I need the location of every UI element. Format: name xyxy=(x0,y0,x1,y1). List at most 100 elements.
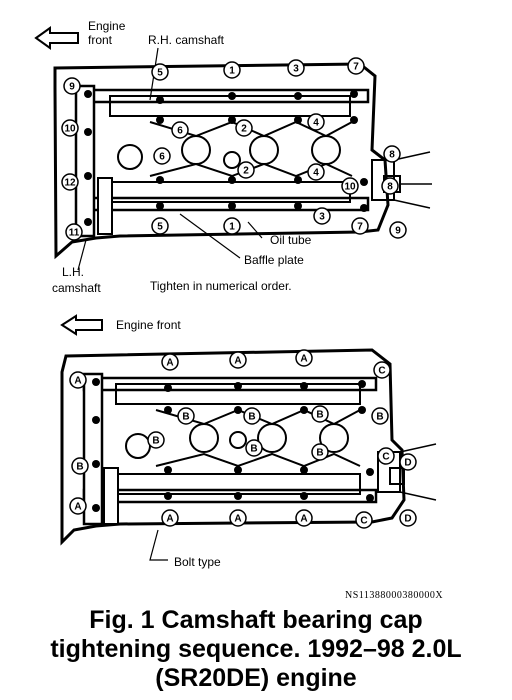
marker-label: B xyxy=(76,462,83,473)
engine-front-label-line2: front xyxy=(88,33,113,47)
marker-circle xyxy=(235,119,253,137)
marker-label: 12 xyxy=(64,178,76,189)
marker-circle xyxy=(71,457,89,475)
engine-front-label-line1: Engine xyxy=(88,19,126,33)
lh-camshaft-label-line1: L.H. xyxy=(62,265,84,279)
marker-label: 1 xyxy=(229,222,235,233)
marker-label: 11 xyxy=(69,228,80,239)
marker-label: 6 xyxy=(177,126,183,137)
rh-camshaft-label: R.H. camshaft xyxy=(148,33,225,47)
marker-label: C xyxy=(378,366,385,377)
marker-circle xyxy=(171,121,189,139)
marker-circle xyxy=(243,407,261,425)
marker-circle xyxy=(377,447,395,465)
marker-circle xyxy=(351,217,369,235)
tighten-instruction: Tighten in numerical order. xyxy=(150,279,292,293)
marker-circle xyxy=(61,119,79,137)
camshaft-diagram: Engine front R.H. camshaft xyxy=(34,19,437,569)
marker-label: B xyxy=(152,436,159,447)
baffle-plate-label: Baffle plate xyxy=(244,253,304,267)
caption-line-3: (SR20DE) engine xyxy=(155,664,357,692)
marker-circle xyxy=(151,217,169,235)
marker-label: C xyxy=(382,452,389,463)
marker-label: A xyxy=(74,376,81,387)
marker-circle xyxy=(63,77,81,95)
marker-circle xyxy=(61,173,79,191)
marker-label: B xyxy=(248,412,255,423)
marker-circle xyxy=(223,217,241,235)
marker-label: 4 xyxy=(313,118,319,129)
marker-label: C xyxy=(360,516,367,527)
marker-label: A xyxy=(300,354,307,365)
marker-label: B xyxy=(250,444,257,455)
cylinder-head-outline xyxy=(60,348,406,546)
marker-label: 6 xyxy=(159,152,165,163)
marker-circle xyxy=(151,63,169,81)
marker-circle xyxy=(295,509,313,527)
oil-tube-label: Oil tube xyxy=(270,233,312,247)
marker-label: A xyxy=(74,502,81,513)
marker-label: 5 xyxy=(157,68,163,79)
marker-label: 10 xyxy=(344,182,356,193)
marker-circle xyxy=(69,497,87,515)
marker-label: 2 xyxy=(243,166,249,177)
marker-circle xyxy=(245,439,263,457)
marker-circle xyxy=(295,349,313,367)
engine-front-arrow-icon xyxy=(34,26,79,50)
marker-circle xyxy=(161,353,179,371)
marker-circle xyxy=(223,61,241,79)
marker-label: 1 xyxy=(229,66,235,77)
marker-circle xyxy=(147,431,165,449)
lh-camshaft-label-line2: camshaft xyxy=(52,281,101,295)
marker-label: 9 xyxy=(69,82,75,93)
marker-label: A xyxy=(234,356,241,367)
marker-circle xyxy=(237,161,255,179)
marker-label: D xyxy=(404,514,411,525)
marker-label: A xyxy=(234,514,241,525)
marker-circle xyxy=(307,113,325,131)
top-diagram: Engine front R.H. camshaft xyxy=(34,19,432,295)
marker-circle xyxy=(311,405,329,423)
marker-label: 8 xyxy=(387,182,393,193)
engine-front-arrow-icon xyxy=(60,314,103,336)
engine-front-label: Engine front xyxy=(116,318,181,332)
marker-label: A xyxy=(300,514,307,525)
marker-circle xyxy=(153,147,171,165)
marker-circle xyxy=(389,221,407,239)
marker-circle xyxy=(161,509,179,527)
marker-circle xyxy=(313,207,331,225)
marker-circle xyxy=(383,145,401,163)
marker-circle xyxy=(347,57,365,75)
marker-circle xyxy=(229,509,247,527)
marker-circle xyxy=(177,407,195,425)
marker-label: B xyxy=(316,448,323,459)
marker-circle xyxy=(65,223,83,241)
marker-circle xyxy=(371,407,389,425)
caption-line-1: Fig. 1 Camshaft bearing cap xyxy=(89,606,423,634)
marker-circle xyxy=(341,177,359,195)
marker-label: 7 xyxy=(353,62,359,73)
marker-circle xyxy=(399,453,417,471)
marker-label: A xyxy=(166,514,173,525)
marker-label: 3 xyxy=(293,64,299,75)
marker-label: 10 xyxy=(64,124,76,135)
marker-circle xyxy=(69,371,87,389)
cylinder-head-outline xyxy=(53,62,390,260)
marker-label: 7 xyxy=(357,222,363,233)
bolt-type-label: Bolt type xyxy=(174,555,221,569)
marker-label: 2 xyxy=(241,124,247,135)
marker-label: B xyxy=(316,410,323,421)
marker-circle xyxy=(399,509,417,527)
marker-circle xyxy=(373,361,391,379)
reference-code: NS11388000380000X xyxy=(345,590,444,601)
marker-circle xyxy=(311,443,329,461)
marker-label: 8 xyxy=(389,150,395,161)
marker-label: 4 xyxy=(313,168,319,179)
marker-label: 3 xyxy=(319,212,325,223)
marker-label: 9 xyxy=(395,226,401,237)
marker-label: A xyxy=(166,358,173,369)
marker-circle xyxy=(287,59,305,77)
